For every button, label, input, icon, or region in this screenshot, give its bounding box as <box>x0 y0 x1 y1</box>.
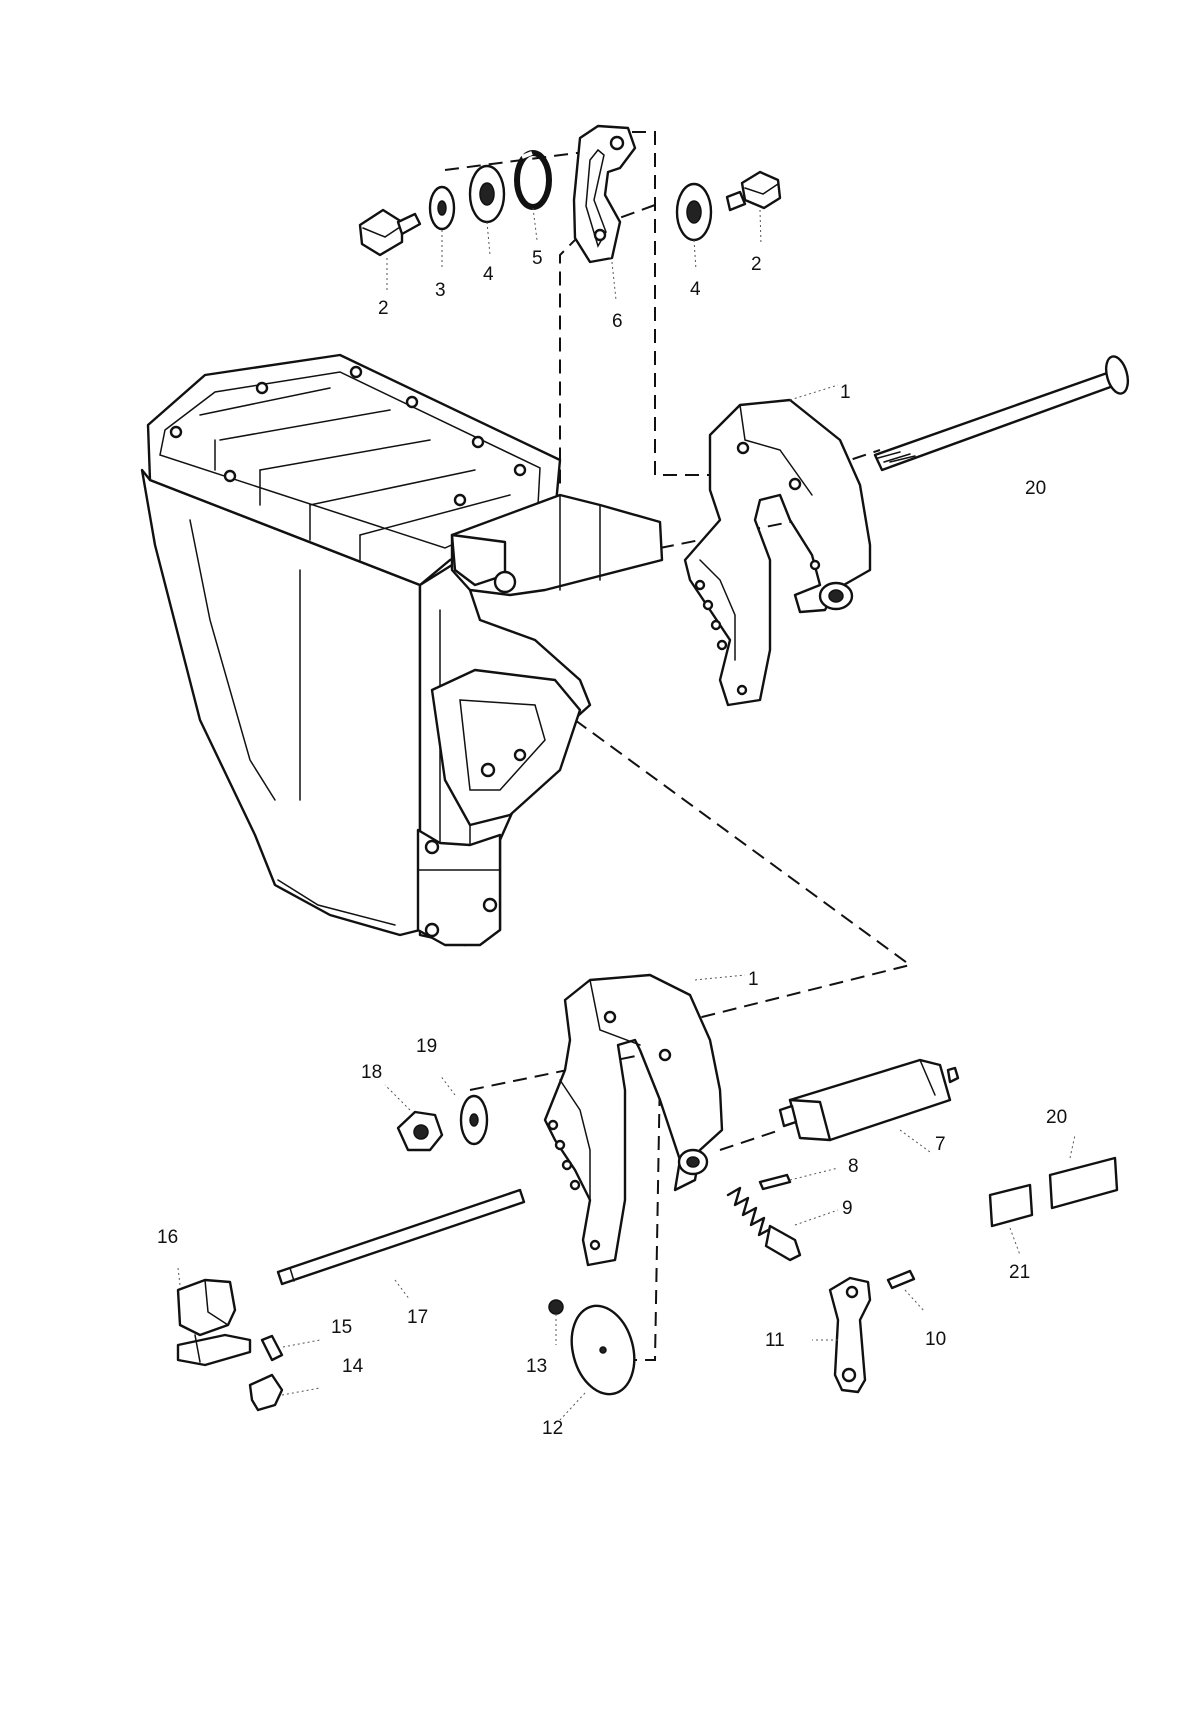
callout-13: 13 <box>526 1356 547 1377</box>
callout-3: 3 <box>435 280 446 301</box>
callout-5: 5 <box>532 248 543 269</box>
part-1-clamp-bracket-upper <box>683 398 872 707</box>
part-5-snap-ring <box>514 150 552 210</box>
callout-4b: 4 <box>690 279 701 300</box>
part-3-washer <box>428 185 456 231</box>
part-18-nut <box>396 1110 444 1152</box>
part-16-lock-bracket <box>176 1278 252 1367</box>
callout-labels: 2 3 4 5 6 4 2 1 20 1 19 18 7 20 8 9 16 1… <box>157 248 1067 1439</box>
part-13-nut <box>548 1299 564 1315</box>
callout-10: 10 <box>925 1329 946 1350</box>
callout-19: 19 <box>416 1036 437 1057</box>
callout-4a: 4 <box>483 264 494 285</box>
part-17-tilt-rod <box>276 1188 526 1286</box>
callout-17: 17 <box>407 1307 428 1328</box>
part-7-cylinder <box>778 1058 960 1142</box>
callout-9: 9 <box>842 1198 853 1219</box>
part-20-pivot-bolt <box>873 355 1130 472</box>
leader-lines <box>177 207 1076 1421</box>
part-11-lever <box>828 1276 872 1394</box>
callout-20a: 20 <box>1025 478 1046 499</box>
callout-8: 8 <box>848 1156 859 1177</box>
callout-20b: 20 <box>1046 1107 1067 1128</box>
callout-14: 14 <box>342 1356 364 1377</box>
part-21-decal <box>988 1183 1034 1228</box>
drive-shaft-housing <box>140 353 664 947</box>
part-2-screw-right <box>725 170 782 212</box>
callout-15: 15 <box>331 1317 352 1338</box>
callout-21: 21 <box>1009 1262 1030 1283</box>
callout-2a: 2 <box>378 298 389 319</box>
part-19-washer <box>459 1094 489 1146</box>
part-4-washer-left <box>468 164 506 224</box>
part-8-pin <box>758 1173 792 1191</box>
callout-1b: 1 <box>748 969 759 990</box>
part-9-spring <box>726 1186 802 1262</box>
part-12-knob <box>570 1304 636 1396</box>
callout-6: 6 <box>612 311 623 332</box>
part-2-screw-left <box>358 208 422 257</box>
callout-16: 16 <box>157 1227 178 1248</box>
part-20-decal <box>1048 1156 1119 1210</box>
callout-18: 18 <box>361 1062 382 1083</box>
part-14-clip <box>248 1373 284 1412</box>
callout-2b: 2 <box>751 254 762 275</box>
part-4-washer-right <box>675 182 713 242</box>
callout-1a: 1 <box>840 382 851 403</box>
part-10-pin <box>886 1269 916 1290</box>
part-1-clamp-bracket-lower <box>543 973 724 1267</box>
callout-7: 7 <box>935 1134 946 1155</box>
part-6-bracket-plate <box>572 124 637 264</box>
part-15-spring-pin <box>260 1334 284 1362</box>
callout-11: 11 <box>765 1330 785 1351</box>
callout-12: 12 <box>542 1418 563 1439</box>
